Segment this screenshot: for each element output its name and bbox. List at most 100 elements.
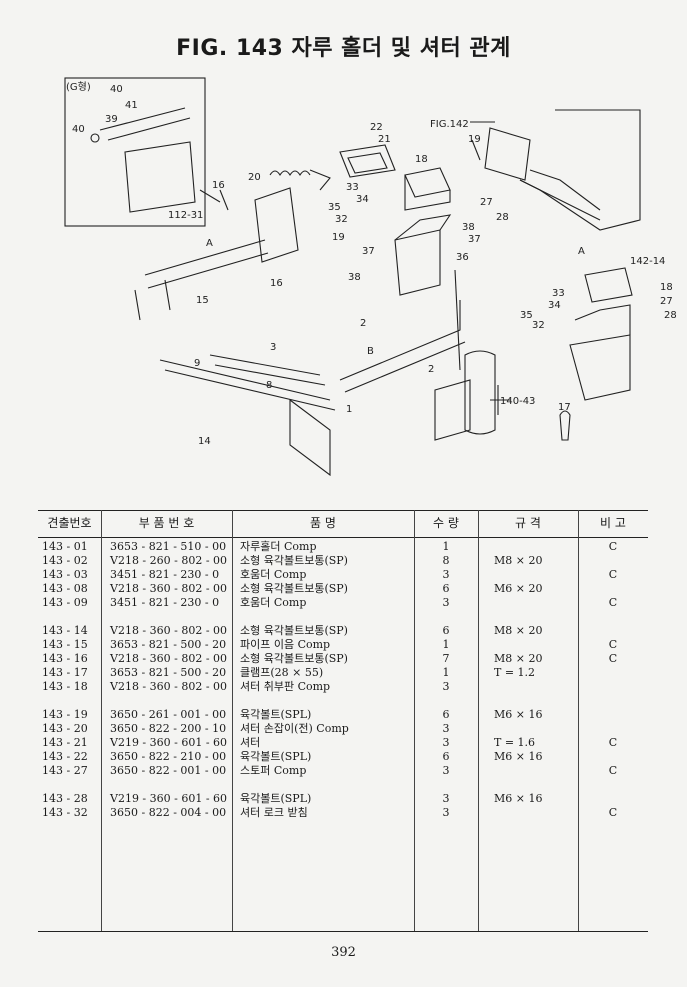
- table-cell-no: 143 - 01: [42, 540, 88, 553]
- table-cell-name: 소형 육각볼트보통(SP): [240, 554, 348, 567]
- table-cell-remark: [578, 708, 648, 722]
- table-cell-no: 143 - 18: [42, 680, 88, 693]
- table-cell-part-no: 3451 - 821 - 230 - 0: [110, 596, 220, 609]
- callout: 27: [480, 197, 493, 208]
- callout: 19: [332, 232, 345, 243]
- table-cell-part-no: V218 - 260 - 802 - 00: [110, 554, 228, 567]
- table-cell-spec: [494, 806, 578, 820]
- table-cell-no: 143 - 03: [42, 568, 88, 581]
- group-spacer: [414, 610, 478, 624]
- inset-label: (G형): [66, 81, 91, 93]
- table-cell-name: 소형 육각볼트보통(SP): [240, 624, 348, 637]
- group-spacer: [414, 694, 478, 708]
- table-top-rule: [38, 510, 648, 511]
- table-cell-name: 셔터 취부판 Comp: [240, 680, 331, 693]
- table-cell-spec: M6 × 16: [494, 750, 543, 763]
- group-spacer: [42, 610, 98, 624]
- table-cell-part-no: V219 - 360 - 601 - 60: [110, 792, 228, 805]
- header-name: 품 명: [310, 516, 336, 530]
- table-cell-part-no: V219 - 360 - 601 - 60: [110, 736, 228, 749]
- table-cell-qty: 3: [442, 736, 450, 749]
- table-cell-name: 셔터 손잡이(전) Comp: [240, 722, 349, 735]
- table-cell-name: 소형 육각볼트보통(SP): [240, 582, 348, 595]
- table-cell-no: 143 - 15: [42, 638, 88, 651]
- callout: 40: [72, 124, 85, 135]
- column-divider: [478, 510, 479, 931]
- table-cell-qty: 6: [442, 624, 450, 637]
- callout: 20: [248, 172, 261, 183]
- group-spacer: [494, 778, 578, 792]
- table-cell-remark: [578, 666, 648, 680]
- table-cell-spec: [494, 764, 578, 778]
- table-cell-qty: 3: [442, 792, 450, 805]
- table-cell-name: 셔터: [240, 736, 261, 749]
- table-cell-name: 자루홀더 Comp: [240, 540, 317, 553]
- table-cell-remark: [578, 680, 648, 694]
- group-spacer: [578, 610, 648, 624]
- table-cell-qty: 3: [442, 722, 450, 735]
- table-cell-no: 143 - 21: [42, 736, 88, 749]
- table-cell-part-no: 3653 - 821 - 500 - 20: [110, 638, 227, 651]
- table-cell-spec: M6 × 16: [494, 708, 543, 721]
- callout: FIG.142: [430, 119, 469, 130]
- group-spacer: [494, 610, 578, 624]
- table-cell-remark: C: [608, 568, 618, 581]
- table-cell-no: 143 - 14: [42, 624, 88, 637]
- table-cell-name: 육각볼트(SPL): [240, 750, 312, 763]
- callout: 140-43: [500, 396, 535, 407]
- callout: 15: [196, 295, 209, 306]
- group-spacer: [110, 694, 230, 708]
- table-cell-no: 143 - 20: [42, 722, 88, 735]
- table-cell-no: 143 - 17: [42, 666, 88, 679]
- callout: 2: [428, 364, 434, 375]
- table-cell-remark: C: [608, 596, 618, 609]
- callout: 112-31: [168, 210, 203, 221]
- table-cell-no: 143 - 32: [42, 806, 88, 819]
- callout: 8: [266, 380, 272, 391]
- table-cell-spec: T = 1.2: [494, 666, 536, 679]
- table-cell-no: 143 - 09: [42, 596, 88, 609]
- callout: 9: [194, 358, 200, 369]
- table-cell-qty: 3: [442, 764, 450, 777]
- table-cell-name: 호움더 Comp: [240, 568, 307, 581]
- table-cell-part-no: 3650 - 822 - 004 - 00: [110, 806, 227, 819]
- column-divider: [232, 510, 233, 931]
- table-cell-name: 육각볼트(SPL): [240, 708, 312, 721]
- parts-diagram: (G형) 40 41 39 40 112-31 22 21 18 19 FIG.…: [64, 77, 677, 477]
- table-cell-no: 143 - 16: [42, 652, 88, 665]
- table-cell-remark: C: [608, 540, 618, 553]
- group-spacer: [494, 694, 578, 708]
- column-divider: [101, 510, 102, 931]
- callout: 34: [548, 300, 561, 311]
- callout: 18: [660, 282, 673, 293]
- table-cell-no: 143 - 08: [42, 582, 88, 595]
- table-cell-qty: 1: [442, 638, 450, 651]
- table-cell-no: 143 - 22: [42, 750, 88, 763]
- callout: 32: [335, 214, 348, 225]
- page-number: 392: [331, 945, 356, 960]
- column-divider: [578, 510, 579, 931]
- table-cell-spec: [494, 596, 578, 610]
- table-header-rule: [38, 537, 648, 538]
- table-cell-part-no: 3451 - 821 - 230 - 0: [110, 568, 220, 581]
- table-cell-name: 파이프 이음 Comp: [240, 638, 331, 651]
- group-spacer: [240, 778, 412, 792]
- group-spacer: [42, 778, 98, 792]
- table-cell-no: 143 - 28: [42, 792, 88, 805]
- callout: 27: [660, 296, 673, 307]
- callout: 39: [105, 114, 118, 125]
- table-cell-qty: 8: [442, 554, 450, 567]
- header-no: 견출번호: [47, 516, 92, 530]
- table-cell-part-no: 3653 - 821 - 500 - 20: [110, 666, 227, 679]
- table-cell-name: 스토퍼 Comp: [240, 764, 307, 777]
- callout: 38: [348, 272, 361, 283]
- table-cell-remark: C: [608, 736, 618, 749]
- table-cell-part-no: 3650 - 822 - 001 - 00: [110, 764, 227, 777]
- table-cell-part-no: V218 - 360 - 802 - 00: [110, 652, 228, 665]
- callout: 21: [378, 134, 391, 145]
- callout: 1: [346, 404, 352, 415]
